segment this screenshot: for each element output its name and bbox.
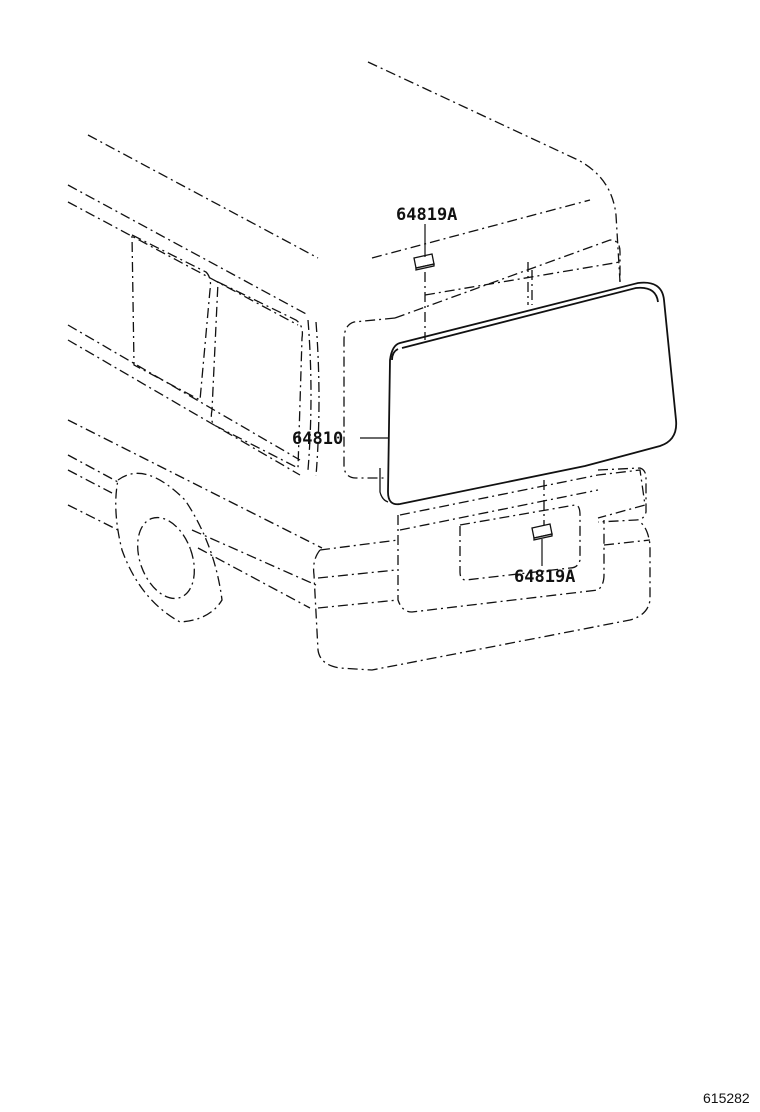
glass-part-number: 64810 <box>292 429 343 449</box>
lower-clip <box>531 523 553 541</box>
leader-lines <box>360 224 543 566</box>
rear-wheel <box>115 472 223 623</box>
side-windows <box>131 233 304 470</box>
rear-bumper <box>312 521 651 671</box>
upper-clip-part-number: 64819A <box>396 205 457 225</box>
rear-opening <box>343 239 647 613</box>
van-body-outline <box>67 61 621 609</box>
diagram-reference-number: 615282 <box>703 1090 750 1106</box>
upper-clip <box>413 253 435 271</box>
lower-clip-part-number: 64819A <box>514 567 575 587</box>
back-window-glass <box>379 281 678 506</box>
